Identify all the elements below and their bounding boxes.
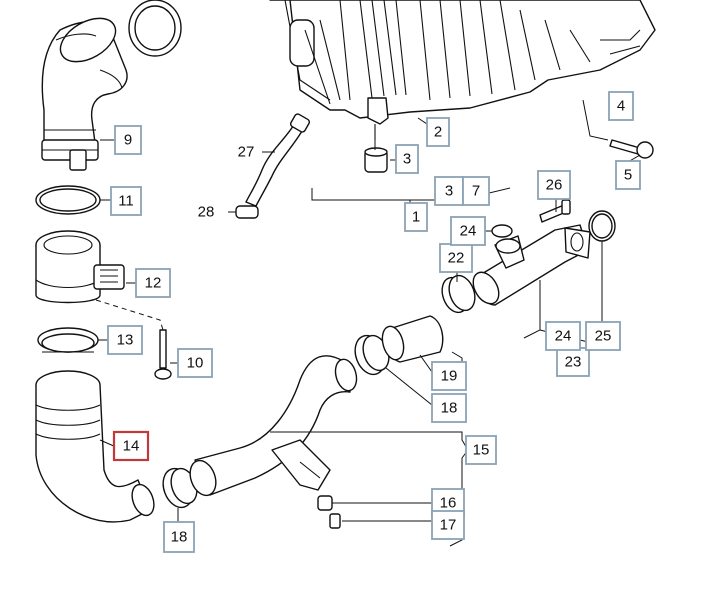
label-22[interactable]: 22 <box>439 243 473 273</box>
label-18-lower[interactable]: 18 <box>163 521 195 553</box>
svg-text:17: 17 <box>440 517 457 534</box>
label-24-bottom[interactable]: 24 <box>545 321 581 351</box>
svg-text:26: 26 <box>546 177 563 194</box>
svg-text:3: 3 <box>445 183 453 200</box>
bolt-5 <box>609 139 654 159</box>
svg-text:24: 24 <box>460 223 477 240</box>
label-9[interactable]: 9 <box>114 125 142 155</box>
svg-text:25: 25 <box>595 328 612 345</box>
svg-text:13: 13 <box>117 332 134 349</box>
label-11[interactable]: 11 <box>110 186 142 216</box>
svg-text:10: 10 <box>187 355 204 372</box>
label-12[interactable]: 12 <box>135 268 171 298</box>
label-10[interactable]: 10 <box>177 348 213 378</box>
label-27: 27 <box>238 144 255 161</box>
svg-text:9: 9 <box>124 132 132 149</box>
o-ring-25 <box>588 210 616 242</box>
svg-text:19: 19 <box>441 368 458 385</box>
connector-pipe-23 <box>472 224 591 306</box>
svg-text:27: 27 <box>238 144 255 161</box>
screw-10 <box>154 329 172 380</box>
label-24-top[interactable]: 24 <box>450 216 486 246</box>
label-5[interactable]: 5 <box>615 160 641 190</box>
o-ring-24 <box>491 224 513 238</box>
svg-text:22: 22 <box>448 250 465 267</box>
label-3[interactable]: 3 <box>395 144 419 174</box>
svg-text:16: 16 <box>440 495 457 512</box>
svg-text:18: 18 <box>441 400 458 417</box>
label-25[interactable]: 25 <box>585 321 621 351</box>
label-4[interactable]: 4 <box>608 91 634 121</box>
label-7[interactable]: 7 <box>462 176 490 206</box>
svg-text:1: 1 <box>412 209 420 226</box>
small-fittings-16-17 <box>317 495 341 529</box>
rubber-mount-3 <box>364 147 388 173</box>
label-2[interactable]: 2 <box>426 117 450 147</box>
svg-text:3: 3 <box>403 151 411 168</box>
label-13[interactable]: 13 <box>107 325 143 355</box>
vent-hose-27 <box>245 113 311 207</box>
svg-text:24: 24 <box>555 328 572 345</box>
svg-text:12: 12 <box>145 275 162 292</box>
air-mass-meter <box>35 230 125 304</box>
svg-text:14: 14 <box>123 438 140 455</box>
label-18-upper[interactable]: 18 <box>431 393 467 423</box>
svg-text:4: 4 <box>617 98 625 115</box>
label-23[interactable]: 23 <box>556 347 590 377</box>
label-14[interactable]: 14 <box>112 430 150 462</box>
svg-text:18: 18 <box>171 529 188 546</box>
label-3-assembly[interactable]: 3 <box>434 176 464 206</box>
label-15[interactable]: 15 <box>465 435 497 465</box>
label-28: 28 <box>198 204 215 221</box>
connecting-pipe-15 <box>189 355 358 497</box>
clamp-13 <box>37 327 99 353</box>
label-19[interactable]: 19 <box>431 361 467 391</box>
clamp-22 <box>441 274 476 314</box>
gasket-ring-top <box>128 0 182 57</box>
label-17[interactable]: 17 <box>431 510 465 540</box>
o-ring-11 <box>35 185 101 215</box>
clip-28 <box>235 205 259 219</box>
label-1[interactable]: 1 <box>404 202 428 232</box>
label-26[interactable]: 26 <box>537 170 571 200</box>
svg-text:11: 11 <box>118 193 134 210</box>
svg-text:23: 23 <box>565 354 582 371</box>
svg-text:5: 5 <box>624 167 632 184</box>
svg-text:2: 2 <box>434 124 442 141</box>
air-filter-housing <box>269 0 656 140</box>
intake-hose-14 <box>35 370 155 523</box>
svg-text:7: 7 <box>472 183 480 200</box>
svg-text:15: 15 <box>473 442 490 459</box>
sleeve-19 <box>381 315 444 363</box>
screw-26 <box>539 199 571 223</box>
svg-text:28: 28 <box>198 204 215 221</box>
intake-elbow <box>41 17 128 171</box>
